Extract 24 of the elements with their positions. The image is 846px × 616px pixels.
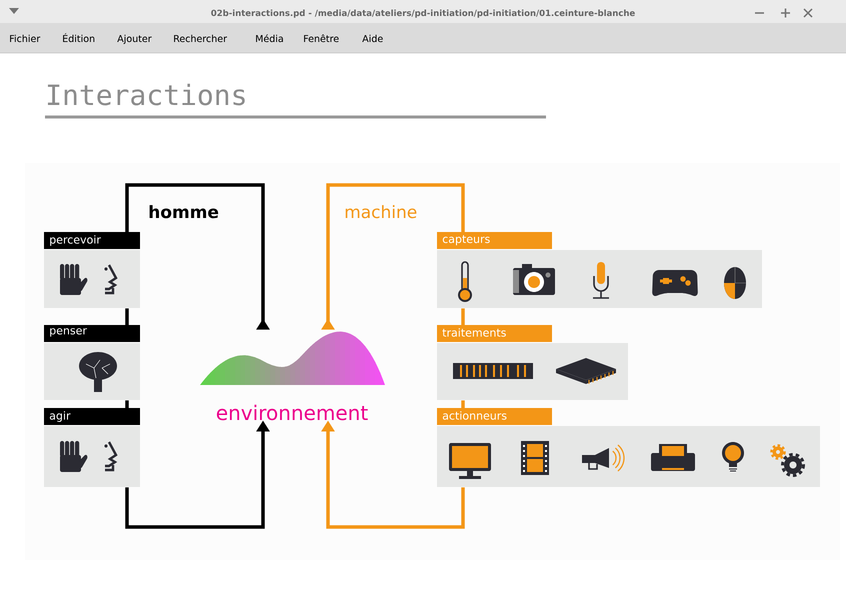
menu-item: Média <box>256 34 283 42</box>
node-label: traitements <box>442 328 506 337</box>
node-label: percevoir <box>50 235 101 246</box>
node-label: actionneurs <box>442 411 506 420</box>
node-label: penser <box>50 328 87 337</box>
loop-label: machine <box>346 205 416 218</box>
node-label: agir <box>50 411 71 422</box>
menu-item: Aide <box>362 34 383 42</box>
menu-item: Rechercher <box>174 34 227 42</box>
page-title: Interactions <box>48 84 245 106</box>
connector-arrow <box>125 183 270 330</box>
connector-line <box>125 308 129 325</box>
connector-line <box>461 400 465 408</box>
node-label: capteurs <box>442 235 490 246</box>
environment-hill: environnement <box>200 332 385 420</box>
menu-item: Ajouter <box>117 34 152 44</box>
node-label: environnement <box>216 404 368 420</box>
window-title: 02b-interactions.pd - /media/data/ateliers/pd-initiation/pd-initiation/01.ceinture-blanche <box>211 10 635 18</box>
connector-line <box>125 400 129 408</box>
menu-item: Fenêtre <box>304 34 339 42</box>
menu-item: Fichier <box>10 34 40 42</box>
loop-label: homme <box>150 205 218 218</box>
connector-line <box>461 308 465 325</box>
menu-item: Édition <box>63 33 94 42</box>
